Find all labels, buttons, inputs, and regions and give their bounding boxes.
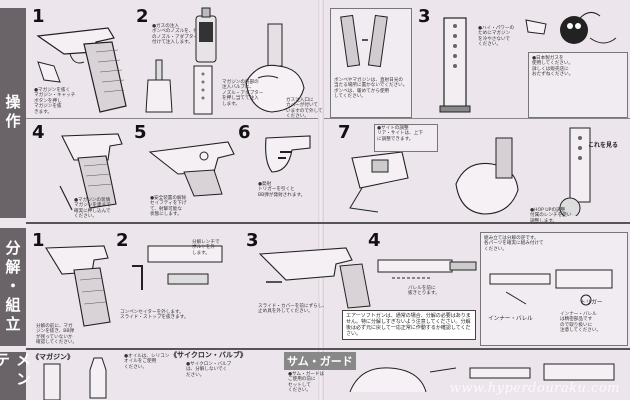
note-cyclone: ●サイクロン・バルブ は、分解しないでく ださい。 <box>186 362 232 378</box>
step-number: 7 <box>338 122 351 143</box>
gas-adapter-illustration <box>145 59 173 113</box>
section-divider <box>26 348 630 350</box>
note-sunlight-warning: ボンベやマガジンは、直射日光の 当たる場所に置かないでください。 ボンベは、暖め… <box>334 78 408 100</box>
note-before-disassembly: 分解の前に、マガ ジンを抜き、BB弾 が残っていないか 確認してください。 <box>36 324 78 346</box>
tilt-magazine-illustration <box>340 14 388 68</box>
slide-removal-illustration <box>258 247 371 309</box>
oil-bottle-illustration <box>89 357 107 399</box>
maintenance-hand-illustration <box>349 367 457 393</box>
step-number: 1 <box>32 230 45 251</box>
note-compensator: コンペンセイターを外します。 スライド・ストップを抜きます。 <box>120 310 189 321</box>
note-remove-magazine: ●マガジンを抜く マガジン・キャッチ ボタンを押し マガジンを抜 きます。 <box>34 88 76 115</box>
note-inner-barrel: インナー・バレル は精密部品です ので取り扱いに 注意してください。 <box>560 312 602 334</box>
label-magazine-section: 《マガジン》 <box>32 352 74 361</box>
step-number: 2 <box>116 230 129 251</box>
mascot-bomb-illustration <box>525 12 617 44</box>
magazine-bottom-illustration <box>559 127 591 216</box>
pistol-grip-illustration <box>36 27 127 113</box>
exploded-parts-illustration <box>489 269 613 306</box>
gas-can-illustration <box>195 7 217 63</box>
note-gas-fill: ●ガスの注入 ボンベのノズルを、付属 のノズル・アダプターを 付けて注入します。 <box>152 24 203 46</box>
disassembly-pistol-illustration <box>45 245 111 327</box>
note-slide-cover: スライド・カバーを前にずらし、 止め具を外してください。 <box>258 304 327 315</box>
sight-note-box <box>374 124 438 152</box>
info-box <box>528 52 628 118</box>
insert-magazine-illustration <box>59 133 123 211</box>
watermark: www.hyperdouraku.com <box>449 381 620 396</box>
safety-illustration <box>148 141 235 197</box>
step-number: 6 <box>238 122 251 143</box>
note-safety: ●安全装置の解除 セイフティを下げ て、射撃可能な 状態にします。 <box>150 196 187 218</box>
maintenance-magazine-illustration <box>43 363 61 400</box>
note-inject-valve: マガジンの底部の 注入バルブに、 ノズル・アダプター を押し当てて注入 します。 <box>222 80 264 107</box>
row-divider <box>324 118 630 119</box>
sight-adjust-illustration <box>349 151 409 213</box>
label-inner-barrel: インナー・バレル <box>488 316 533 322</box>
trigger-guard-illustration <box>265 135 311 173</box>
airsoft-caution-box: エアーソフトガンは、通常の場合、分解の必要はありません。特に分解しすぎないよう注… <box>342 310 476 340</box>
hand-filling-illustration <box>245 23 305 113</box>
step-number: 4 <box>32 122 45 143</box>
section-tab-maintenance: メンテ <box>0 352 32 400</box>
hopup-hand-illustration <box>455 137 519 215</box>
page-fold <box>318 0 324 400</box>
step-number: 1 <box>32 6 45 27</box>
note-insert-magazine: ●マガジンの装填 マガジンを奥まで 確実に押し込んで ください。 <box>74 198 111 220</box>
assembly-box <box>480 232 628 346</box>
note-sam-guard: ●サム・ガードは ご使用の前に セットして ください。 <box>288 372 325 394</box>
note-cover: ガス注入口に カバーが付いて いますので外して ください。 <box>286 98 323 120</box>
label-cyclone-valve: 《サイクロン・バルブ》 <box>170 350 247 359</box>
note-fire: ●発射 トリガーを引くと BB弾が発射されます。 <box>258 182 306 198</box>
note-japan-gas: ●日本製ガスを 使用してください。 詳しくは販売店に おたずねください。 <box>532 56 574 78</box>
barrel-removal-illustration <box>377 259 477 279</box>
wrench-slide-illustration <box>132 245 223 290</box>
section-tab-operation: 操作 <box>0 8 26 218</box>
step-number: 4 <box>368 230 381 251</box>
note-barrel: バレルを前に 抜きとります。 <box>408 286 440 297</box>
magazine-loading-illustration <box>439 17 471 113</box>
note-oil: ●オイルは、シリコン オイルをご使用 ください。 <box>124 354 170 370</box>
sam-guard-tab: サム・ガード <box>284 352 356 370</box>
magazine-illustration <box>193 65 213 115</box>
step-number: 5 <box>134 122 147 143</box>
label-trigger: トリガー <box>580 300 603 306</box>
label-check: これを見る <box>588 142 619 149</box>
row-divider <box>26 118 318 119</box>
step-number: 2 <box>136 6 149 27</box>
note-hopup: ●HOP UPの調整 付属のレンチを使い 調整します。 <box>530 208 572 224</box>
step-number: 3 <box>246 230 259 251</box>
section-divider <box>26 222 630 224</box>
maintenance-parts-illustration <box>469 363 615 381</box>
section-tab-disassembly: 分解・組立 <box>0 228 26 346</box>
note-assembly: 組み立ては分解の逆です。 各パーツを確実に組み付けて ください。 <box>484 236 544 252</box>
note-no-cooling: ●ハイ・パワーの ためにマガジン を冷やさないで ください。 <box>478 26 515 48</box>
note-sight: ●サイトの調整 リア・サイトは、上下 に調整できます。 <box>377 126 423 142</box>
note-wrench: 分解レンチで ボルトを外 します。 <box>192 240 220 256</box>
step-number: 3 <box>418 6 431 27</box>
